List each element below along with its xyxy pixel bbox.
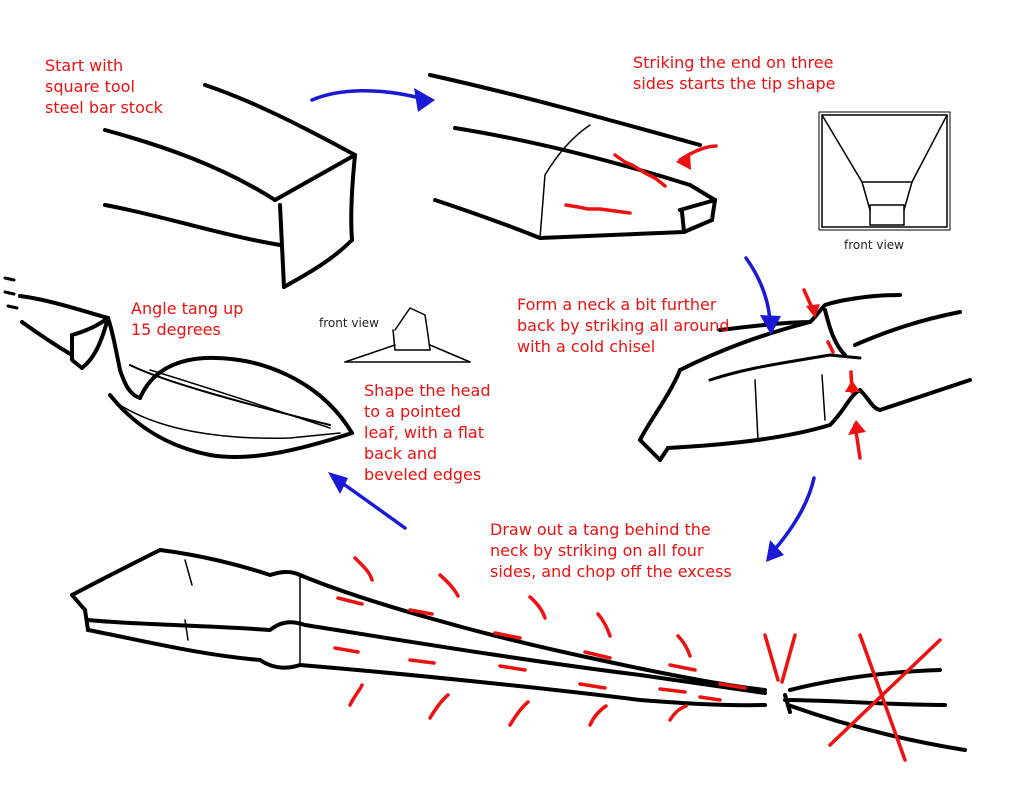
flow-arrowheads <box>328 88 784 562</box>
step-2-label: Striking the end on three sides starts t… <box>633 53 836 93</box>
front-view-head-caption: front view <box>319 316 379 330</box>
front-view-head-sketch <box>344 307 471 363</box>
step-3-label: Form a neck a bit further back by striki… <box>517 295 730 356</box>
step-6-label: Angle tang up 15 degrees <box>131 299 244 339</box>
tang-sketch <box>70 548 967 752</box>
leaf-head-sketch <box>18 294 354 459</box>
strike-arrowheads <box>676 152 866 435</box>
step-1-label: Start with square tool steel bar stock <box>45 56 163 117</box>
step-5-label: Shape the head to a pointed leaf, with a… <box>364 381 491 484</box>
front-view-tip-caption: front view <box>844 238 904 252</box>
front-view-tip-sketch <box>818 111 951 231</box>
motion-dashes <box>3 276 19 310</box>
step-4-label: Draw out a tang behind the neck by strik… <box>490 520 732 581</box>
bar-stock-sketch <box>103 83 357 289</box>
tip-shape-sketch <box>428 73 717 240</box>
